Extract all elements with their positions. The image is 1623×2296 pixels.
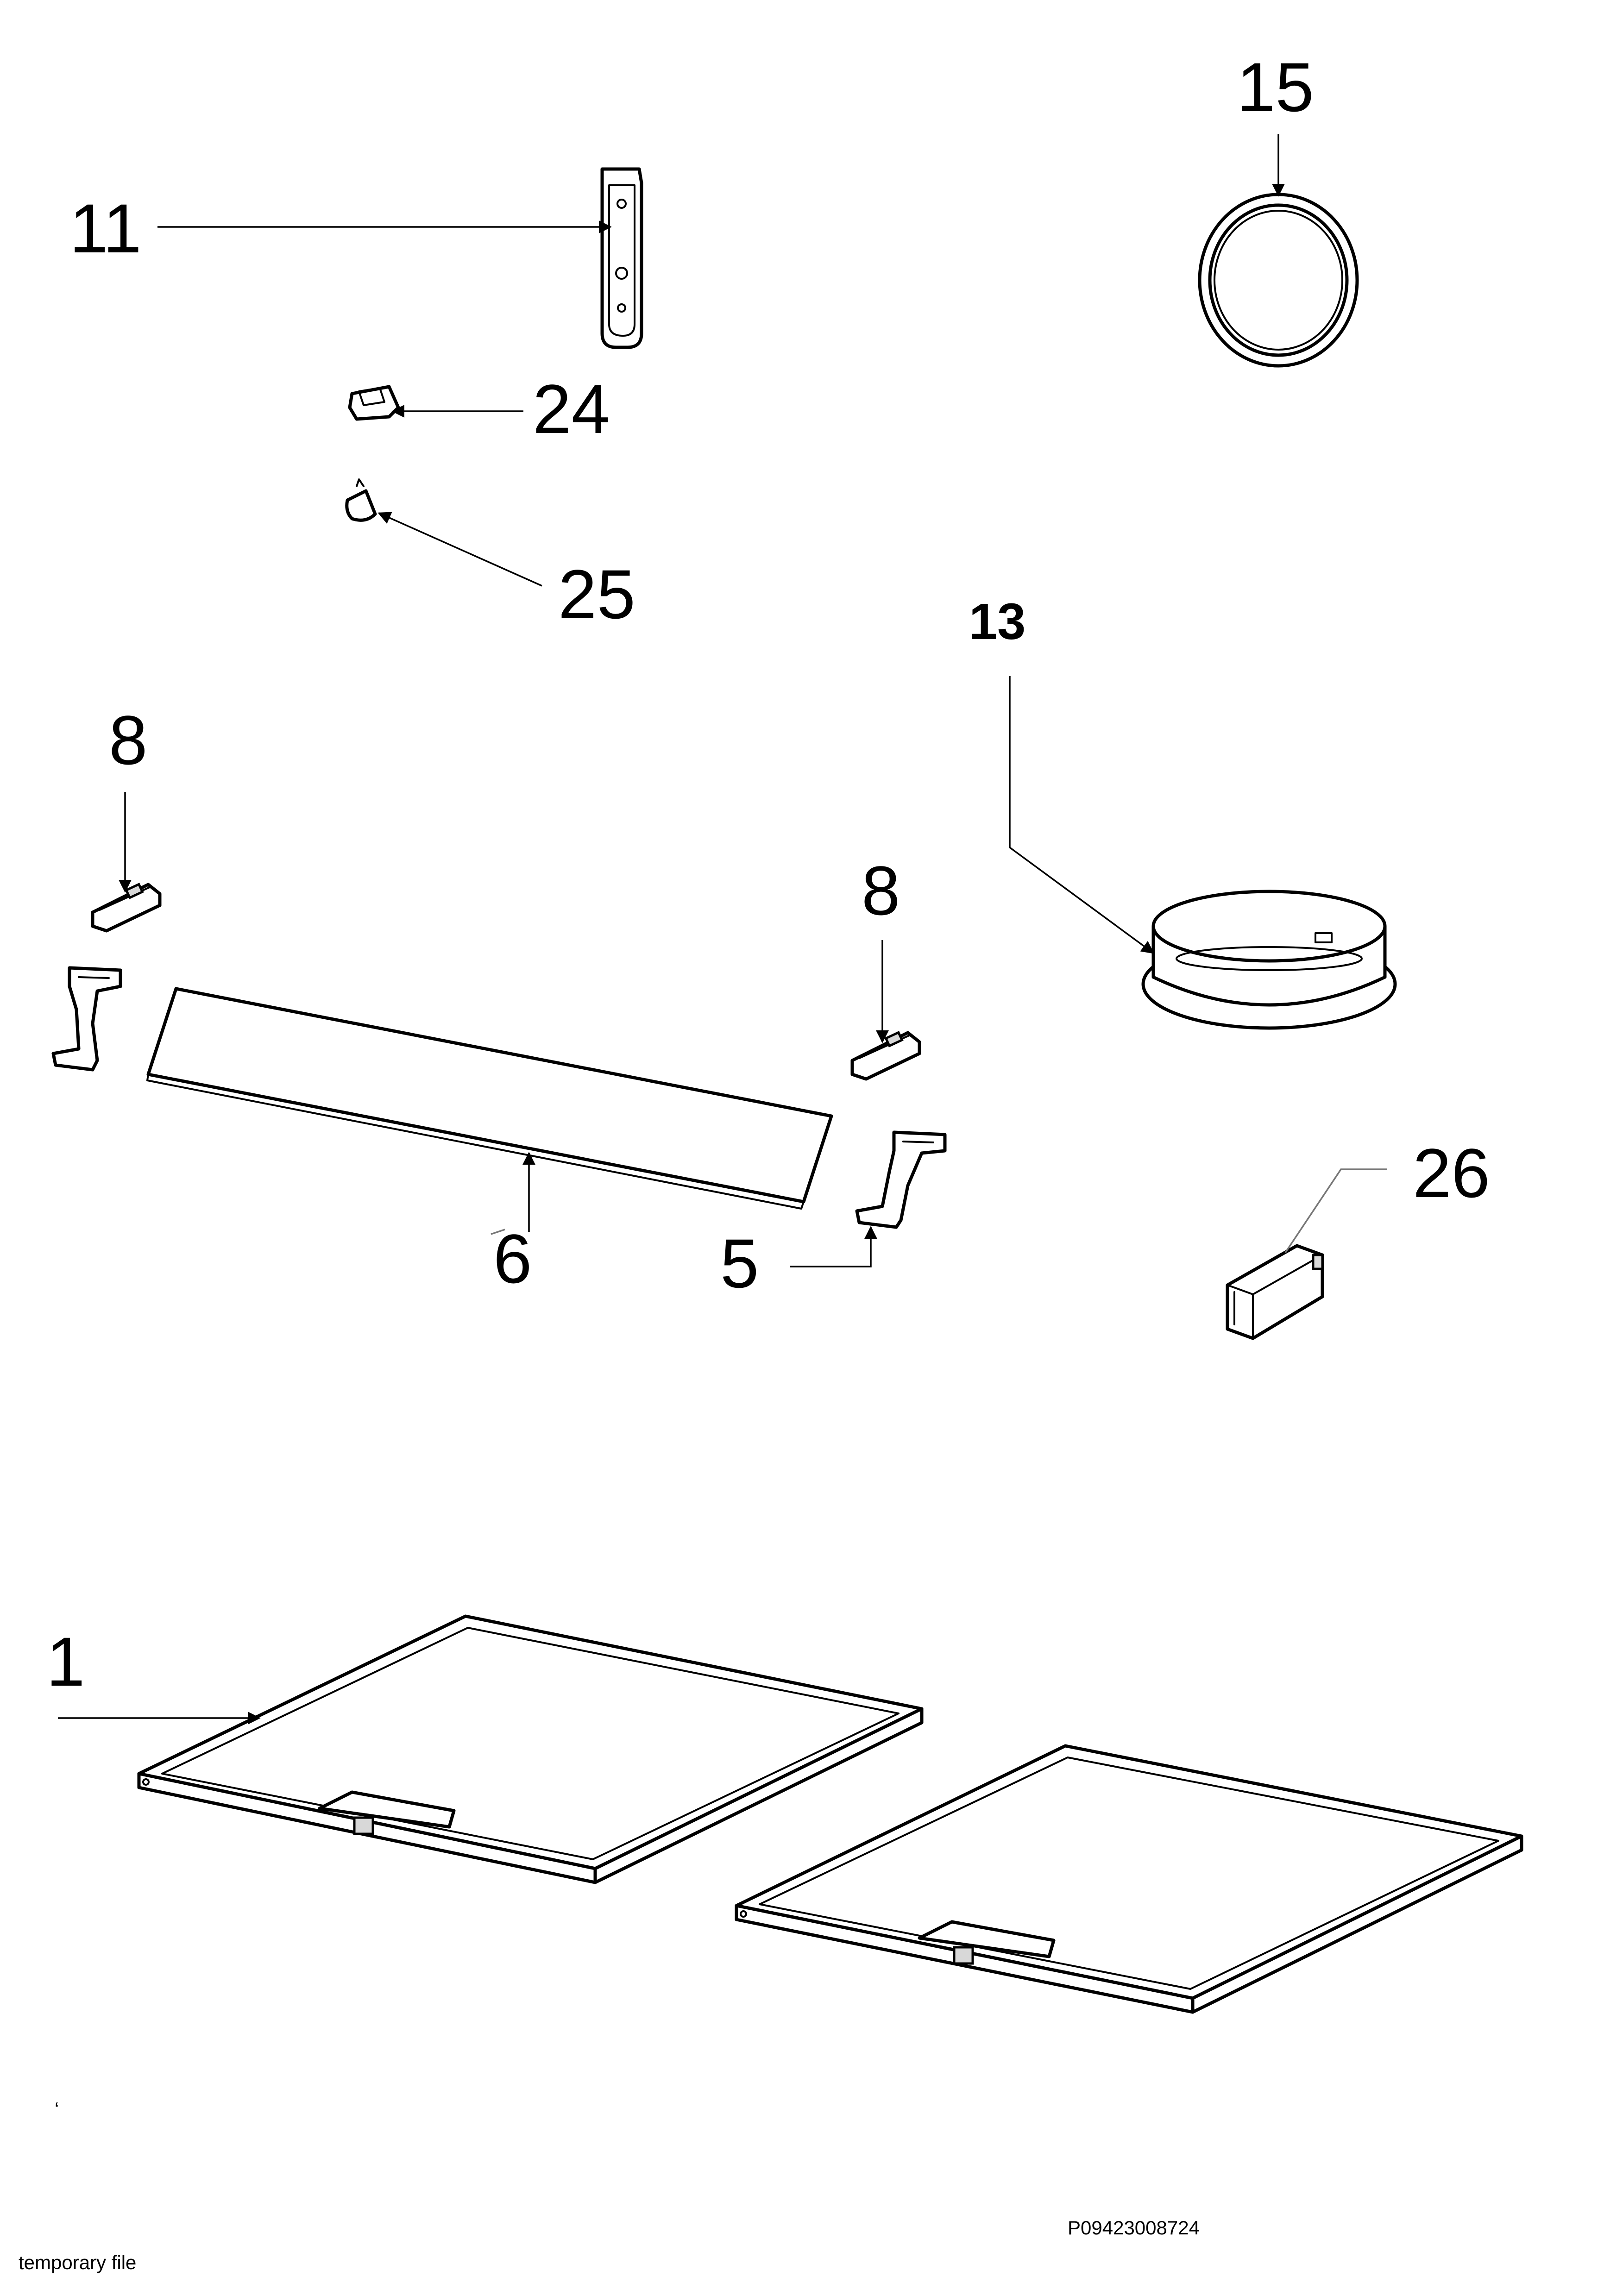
part-1-grease-filter-rear — [735, 1744, 1523, 2014]
part-5-support-right — [855, 1130, 947, 1229]
leader-5 — [790, 1226, 877, 1267]
part-6-glass-panel — [146, 987, 833, 1210]
part-5-support-left — [51, 966, 122, 1072]
label-5: 5 — [720, 1224, 759, 1302]
leader-6-tick — [491, 1229, 505, 1235]
label-8-right: 8 — [862, 852, 900, 929]
leader-25 — [377, 512, 542, 587]
part-15-ring — [1198, 193, 1359, 368]
label-26: 26 — [1413, 1134, 1490, 1212]
part-13-collar — [1141, 890, 1397, 1030]
label-8-left: 8 — [109, 701, 147, 779]
label-13: 13 — [969, 593, 1025, 650]
part-25-bulb — [345, 478, 377, 522]
label-24: 24 — [533, 370, 610, 448]
part-1-grease-filter-front — [137, 1614, 924, 1884]
part-24-lamp-holder — [348, 385, 400, 421]
label-25: 25 — [558, 555, 635, 633]
footer-mark: ʻ — [55, 2099, 59, 2120]
label-1: 1 — [46, 1623, 85, 1700]
label-11: 11 — [69, 189, 142, 267]
label-6: 6 — [493, 1220, 532, 1298]
part-8-clip-right — [850, 1031, 921, 1081]
part-26-driver-box — [1226, 1244, 1324, 1340]
label-15: 15 — [1237, 48, 1314, 126]
footer-note: temporary file — [19, 2252, 136, 2273]
leader-26 — [1284, 1168, 1387, 1253]
leader-13 — [1009, 676, 1155, 954]
part-8-clip-left — [91, 883, 162, 933]
document-code: P09423008724 — [1068, 2217, 1200, 2239]
part-11-bracket — [600, 167, 643, 349]
